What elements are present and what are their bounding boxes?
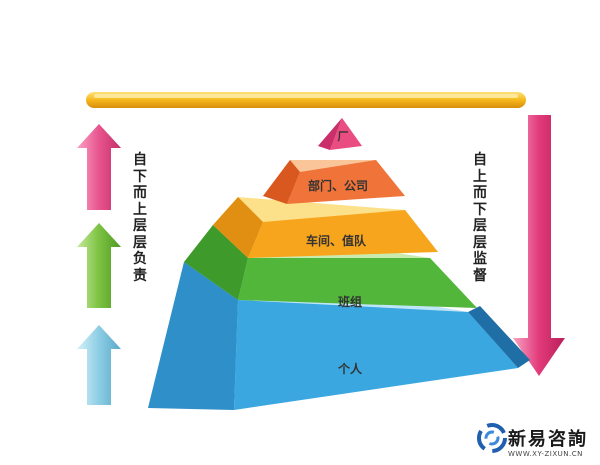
watermark-url: WWW.XY-ZIXUN.CN	[508, 450, 583, 458]
watermark: 新易咨詢 WWW.XY-ZIXUN.CN	[508, 430, 588, 459]
top-bar	[86, 92, 526, 108]
level-label-individual: 个人	[337, 362, 363, 376]
up-arrow-icon	[77, 223, 121, 308]
pyramid-level-workshop	[213, 197, 438, 258]
right-vertical-label: 自上而下层层监督	[473, 152, 487, 284]
down-arrow-icon	[513, 115, 565, 376]
level-label-department: 部门、公司	[307, 179, 369, 193]
level-label-factory: 厂	[337, 130, 349, 143]
up-arrow-icon	[77, 325, 121, 405]
left-vertical-label: 自下而上层层负责	[133, 152, 147, 284]
swirl-logo-icon	[477, 423, 507, 453]
level-label-workshop: 车间、值队	[305, 234, 367, 248]
up-arrow-icon	[77, 124, 121, 210]
level-label-team: 班组	[337, 295, 363, 309]
watermark-title: 新易咨詢	[508, 429, 588, 450]
pyramid-level-department	[263, 160, 405, 204]
pyramid-level-factory	[318, 118, 362, 150]
